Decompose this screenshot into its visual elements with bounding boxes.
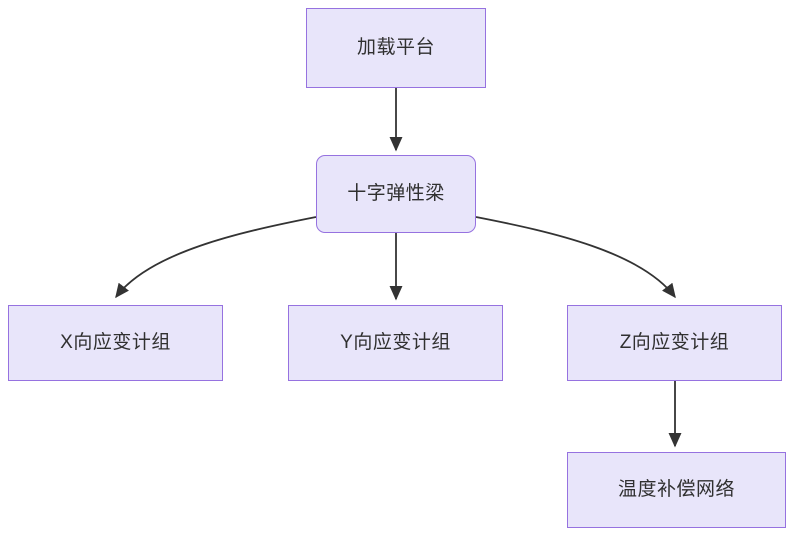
node-z-strain[interactable]: Z向应变计组 (567, 305, 782, 381)
node-y-strain-label: Y向应变计组 (340, 331, 451, 353)
edge-cross-beam-to-x-strain (115, 216, 317, 299)
node-temp-comp-label: 温度补偿网络 (617, 478, 735, 500)
node-z-strain-label: Z向应变计组 (619, 331, 730, 353)
node-temp-comp[interactable]: 温度补偿网络 (567, 452, 786, 528)
node-load-platform[interactable]: 加载平台 (306, 8, 486, 88)
node-cross-beam-label: 十字弹性梁 (347, 182, 445, 204)
node-x-strain[interactable]: X向应变计组 (8, 305, 223, 381)
edge-cross-beam-to-z-strain (475, 216, 676, 299)
node-cross-beam[interactable]: 十字弹性梁 (316, 155, 476, 233)
node-y-strain[interactable]: Y向应变计组 (288, 305, 503, 381)
node-x-strain-label: X向应变计组 (60, 331, 171, 353)
node-load-platform-label: 加载平台 (356, 36, 435, 58)
